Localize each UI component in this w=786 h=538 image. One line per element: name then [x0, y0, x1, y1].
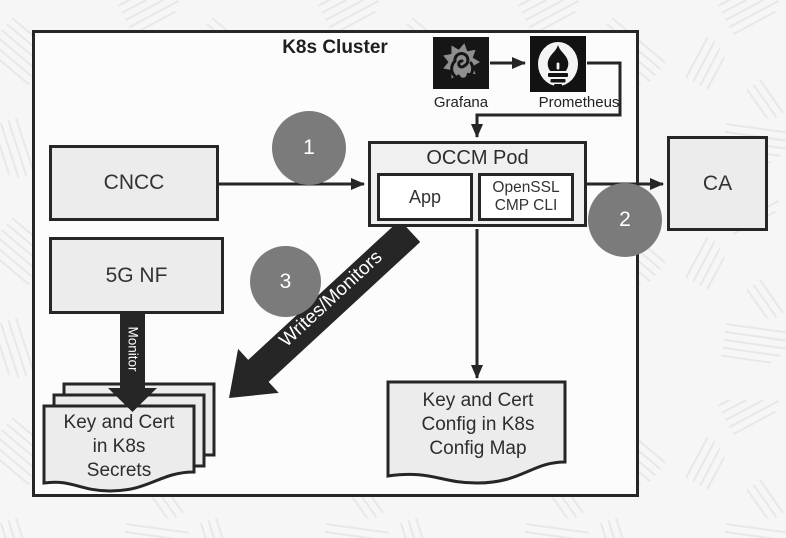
grafana-icon: [433, 37, 489, 89]
prometheus-label: Prometheus: [538, 94, 620, 111]
step-circle-2: 2: [588, 183, 662, 257]
config-map-document-label: Key and Cert Config in K8s Config Map: [421, 390, 535, 459]
cluster-title: K8s Cluster: [282, 37, 388, 58]
node-cncc: CNCC: [49, 145, 219, 221]
grafana-label: Grafana: [433, 94, 489, 111]
prometheus-icon: [530, 36, 586, 92]
node-app: App: [377, 173, 473, 221]
node-ca: CA: [667, 136, 768, 231]
occm-pod: OCCM Pod App OpenSSL CMP CLI: [368, 141, 587, 227]
step-circle-3: 3: [250, 246, 321, 317]
secrets-document-label: Key and Cert in K8s Secrets: [63, 412, 175, 481]
occm-pod-title: OCCM Pod: [426, 147, 529, 169]
node-openssl-cmp-cli: OpenSSL CMP CLI: [478, 173, 574, 221]
node-5g-nf: 5G NF: [49, 237, 224, 314]
step-circle-1: 1: [272, 111, 346, 185]
